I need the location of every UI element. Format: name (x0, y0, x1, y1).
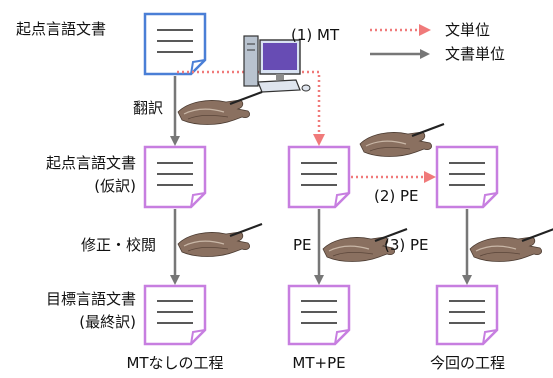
writing-hand-icon (468, 227, 553, 263)
writing-hand-icon (358, 122, 446, 158)
document-icon (143, 12, 207, 76)
source-draft-label-line1: 起点言語文書 (45, 154, 136, 172)
translate-label: 翻訳 (133, 99, 164, 117)
legend-document-label: 文書単位 (445, 45, 506, 63)
column-label-no-mt: MTなしの工程 (126, 354, 224, 372)
pe2-label: (2) PE (374, 187, 419, 205)
document-icon (143, 284, 207, 346)
revise-label: 修正・校閲 (81, 236, 157, 254)
legend-sentence-label: 文単位 (445, 21, 491, 39)
writing-hand-icon (176, 222, 264, 258)
document-icon (435, 284, 499, 346)
target-document-label-line2: (最終訳) (79, 313, 136, 331)
source-draft-label-line2: (仮訳) (94, 177, 136, 195)
document-icon (435, 145, 499, 209)
document-icon (287, 145, 351, 209)
column-label-this-process: 今回の工程 (429, 354, 505, 372)
target-document-label-line1: 目標言語文書 (45, 290, 136, 308)
document-icon (287, 284, 351, 346)
computer-icon (243, 35, 311, 93)
column-label-mt-pe: MT+PE (292, 354, 346, 372)
pe-label: PE (293, 236, 312, 254)
source-document-label: 起点言語文書 (16, 20, 107, 38)
mt-label: (1) MT (291, 26, 340, 44)
writing-hand-icon (176, 90, 264, 126)
pe3-label: (3) PE (384, 236, 429, 254)
mt-arrow (177, 70, 325, 146)
document-icon (143, 145, 207, 209)
